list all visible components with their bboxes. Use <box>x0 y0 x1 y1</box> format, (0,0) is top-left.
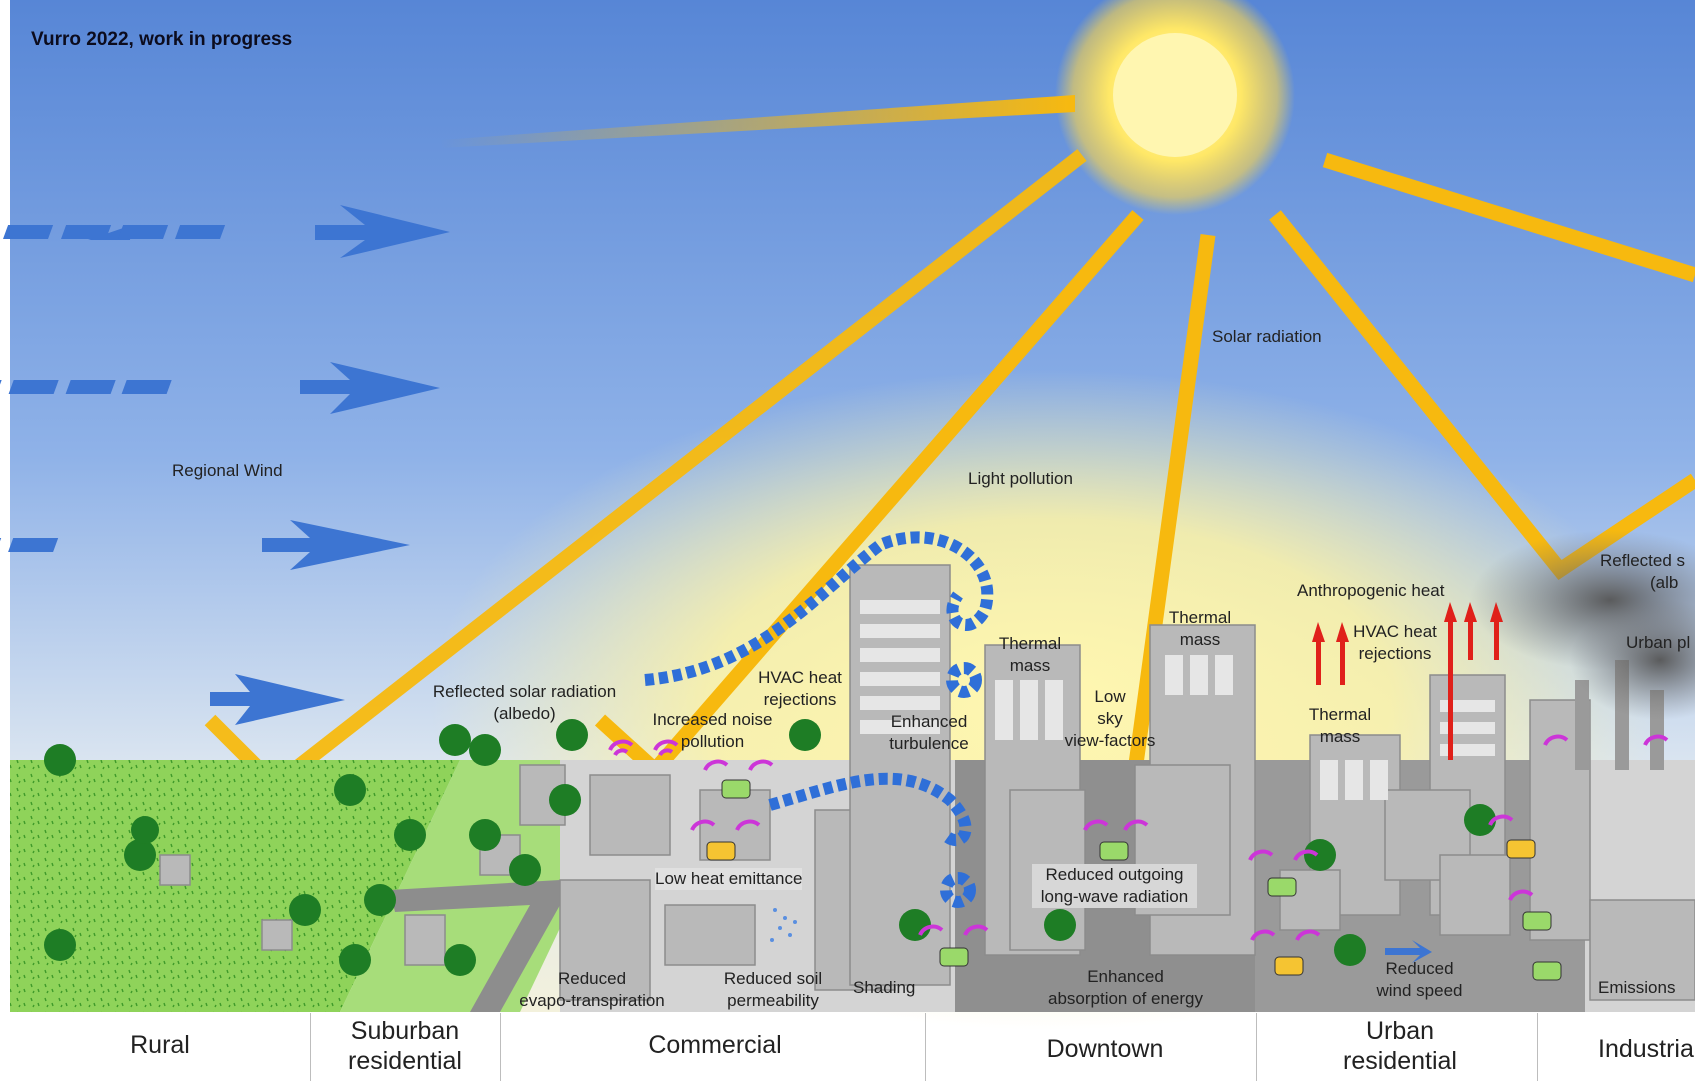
zone-rural: Rural <box>130 1031 190 1059</box>
wind-arrow-3 <box>0 520 410 570</box>
zone-divider <box>1256 1013 1257 1081</box>
trees <box>44 719 1496 976</box>
wind-arrow-1 <box>3 205 450 258</box>
noise-signal-icons <box>608 734 1669 941</box>
anthropogenic-heat-arrows <box>1312 602 1503 760</box>
wind-arrow-2 <box>0 362 440 414</box>
zone-divider <box>925 1013 926 1081</box>
wind-arrow-4 <box>210 674 345 725</box>
zone-divider <box>500 1013 501 1081</box>
label-anthropogenic-heat: Anthropogenic heat <box>1297 581 1445 600</box>
zone-divider <box>310 1013 311 1081</box>
turbulence-paths <box>644 531 994 908</box>
label-emissions: Emissions <box>1598 978 1676 997</box>
label-reflected-albedo: Reflected solar radiation(albedo) <box>432 682 617 723</box>
label-regional-wind: Regional Wind <box>172 461 283 480</box>
suburban-road <box>390 880 560 1012</box>
label-reflected-right: Reflected s(alb <box>1600 551 1686 592</box>
building-windows <box>860 600 1495 800</box>
label-light-pollution: Light pollution <box>968 469 1073 488</box>
cars <box>706 779 1562 981</box>
zone-commercial: Commercial <box>648 1031 782 1059</box>
label-solar-radiation: Solar radiation <box>1212 327 1322 346</box>
reduced-wind-arrow <box>1385 940 1432 963</box>
zone-industrial: Industria <box>1598 1035 1694 1063</box>
label-urban-right: Urban pl <box>1626 633 1691 652</box>
credit-text: Vurro 2022, work in progress <box>31 29 293 50</box>
label-shading: Shading <box>853 978 916 997</box>
sun-icon <box>1055 0 1295 215</box>
rain-icon <box>770 908 797 942</box>
label-low-heat-emittance: Low heat emittance <box>655 868 803 890</box>
zone-downtown: Downtown <box>1046 1035 1164 1063</box>
zone-divider <box>1537 1013 1538 1081</box>
